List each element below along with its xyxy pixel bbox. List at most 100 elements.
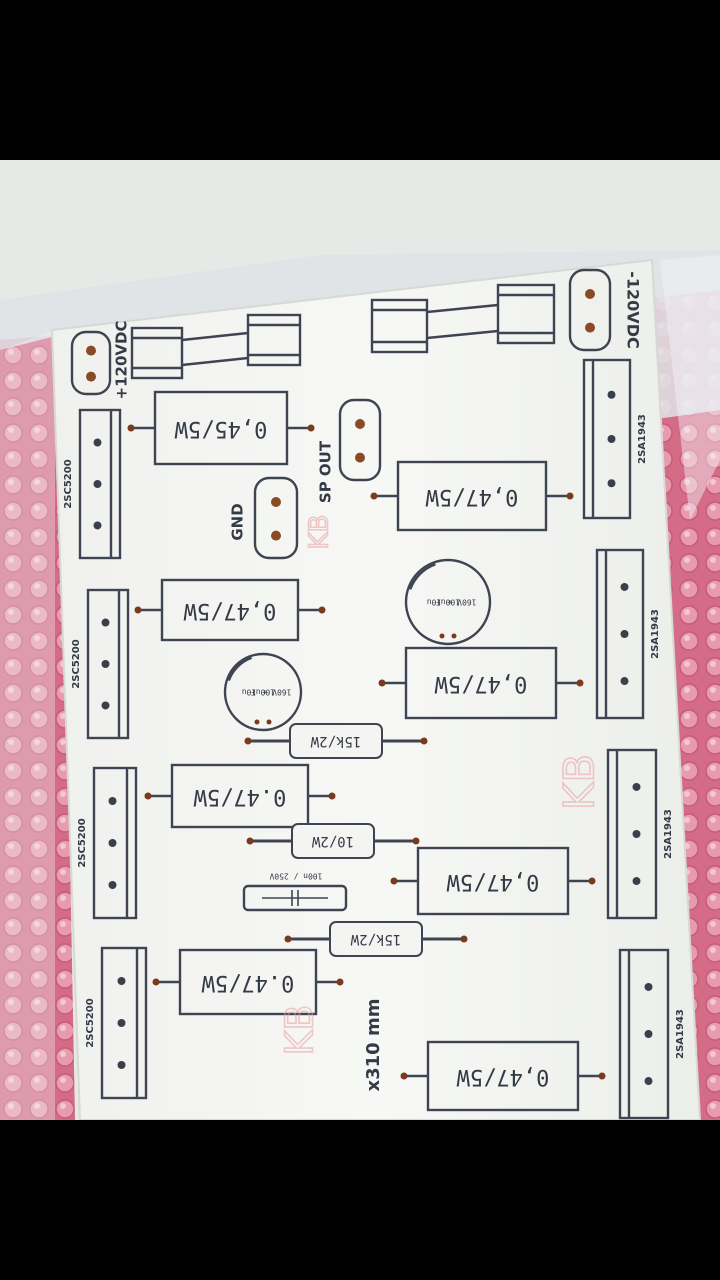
- transistor-label: 2SA1943: [650, 609, 661, 659]
- kb-logo-mark: KB: [278, 1005, 322, 1056]
- resistor-045-top: 0,45/5W: [127, 390, 315, 466]
- kb-logo-mark: KB: [305, 515, 335, 550]
- pad: [566, 492, 574, 500]
- film-capacitor: 100n / 250V: [242, 872, 348, 912]
- pad: [598, 1072, 606, 1080]
- transistor-left-2: 2SC5200: [71, 588, 130, 740]
- resistor-label: 0,47/5W: [456, 1064, 549, 1089]
- gnd-label: GND: [229, 503, 247, 540]
- resistor-label: 15k/2W: [310, 733, 361, 749]
- film-capacitor-label: 100n / 250V: [269, 872, 322, 881]
- transistor-label: 2SC5200: [63, 459, 74, 508]
- resistor-label: 0,45/5W: [174, 416, 267, 441]
- silkscreen-layer: +120VDC -120VDC SP OUT GND 2SC5200 2SC5200 2SC…: [63, 268, 686, 1120]
- resistor-047-right-2: 0,47/5W: [378, 646, 584, 720]
- clip-right-b: [496, 283, 556, 345]
- pad: [607, 435, 616, 443]
- pad: [93, 521, 102, 530]
- pad: [588, 877, 596, 885]
- resistor-label: 0,47/5W: [183, 598, 276, 623]
- resistor-label: 0,47/5W: [425, 484, 518, 509]
- pad: [336, 978, 344, 986]
- pad: [93, 438, 102, 447]
- kb-logo-mark: KB: [555, 754, 604, 810]
- pad: [101, 701, 110, 710]
- power-pos-label: +120VDC: [113, 321, 131, 400]
- pad: [108, 797, 117, 805]
- pad: [607, 390, 616, 399]
- transistor-label: 2SA1943: [663, 809, 674, 859]
- resistor-label: 0,47/5W: [446, 869, 539, 894]
- pcb-board: [50, 258, 702, 1120]
- capacitor-label: 10u: [427, 598, 442, 607]
- pad: [607, 479, 616, 488]
- pad: [378, 679, 386, 687]
- transistor-left-3: 2SC5200: [77, 766, 138, 920]
- sp-out-connector: [338, 398, 382, 482]
- clip-right-a: [370, 298, 429, 354]
- resistor-047-right-3: 0,47/5W: [390, 846, 596, 916]
- power-connector-neg: [568, 268, 612, 352]
- transistor-label: 2SC5200: [85, 998, 96, 1047]
- pad: [644, 1030, 653, 1038]
- clip-left-b: [246, 313, 302, 367]
- transistor-right-1: 2SA1943: [582, 358, 648, 520]
- clip-left-a: [130, 326, 184, 380]
- pad: [620, 582, 629, 591]
- capacitor-label: 160V +: [447, 598, 476, 607]
- board-size-label: x310 mm: [363, 999, 384, 1092]
- pad: [644, 1077, 653, 1086]
- transistor-label: 2SA1943: [637, 414, 648, 464]
- transistor-left-4: 2SC5200: [85, 946, 148, 1100]
- resistor-047-left-3: 0.47/5W: [144, 763, 336, 829]
- pad: [108, 839, 117, 847]
- pad: [101, 660, 110, 668]
- power-neg-label: -120VDC: [624, 271, 643, 348]
- resistor-10-2w: 10/2W: [246, 823, 420, 859]
- transistor-right-4: 2SA1943: [618, 948, 686, 1120]
- pad: [370, 492, 378, 500]
- resistor-label: 10/2W: [311, 833, 354, 849]
- pad: [576, 679, 584, 687]
- pad: [144, 792, 152, 800]
- transistor-label: 2SA1943: [675, 1009, 686, 1059]
- pad: [117, 1019, 126, 1027]
- pad: [134, 606, 142, 614]
- resistor-label: 0.47/5W: [193, 784, 286, 809]
- pad: [620, 677, 629, 686]
- pad: [318, 606, 326, 614]
- pad: [127, 424, 135, 432]
- resistor-047-left-4: 0.47/5W: [152, 948, 344, 1016]
- resistor-047-right-1: 0,47/5W: [370, 460, 574, 532]
- sp-out-label: SP OUT: [317, 440, 335, 503]
- pad: [390, 877, 398, 885]
- gnd-connector: [253, 476, 299, 560]
- pad: [328, 792, 336, 800]
- resistor-15k-2: 15k/2W: [284, 921, 468, 957]
- resistor-label: 0,47/5W: [434, 671, 527, 696]
- transistor-label: 2SC5200: [71, 639, 82, 688]
- pad: [620, 630, 629, 638]
- resistor-047-right-4: 0,47/5W: [400, 1040, 606, 1112]
- pad: [117, 1061, 126, 1069]
- resistor-15k-1: 15k/2W: [244, 723, 428, 759]
- transistor-label: 2SC5200: [77, 818, 88, 867]
- transistor-right-2: 2SA1943: [595, 548, 661, 720]
- pad: [93, 480, 102, 488]
- pad: [108, 881, 117, 889]
- pad: [632, 830, 641, 838]
- bubble-wrap-left: [0, 335, 75, 1120]
- pad: [152, 978, 160, 986]
- capacitor-label: 100uF: [436, 598, 460, 607]
- pad: [101, 618, 110, 627]
- pad: [644, 982, 653, 991]
- pad: [400, 1072, 408, 1080]
- pad: [632, 782, 641, 791]
- pcb-photo: +120VDC -120VDC SP OUT GND 2SC5200 2SC5200 2SC…: [0, 160, 720, 1120]
- transistor-left-1: 2SC5200: [63, 408, 122, 560]
- capacitor-label: 160V +: [262, 688, 291, 697]
- pad: [307, 424, 315, 432]
- pad: [632, 877, 641, 886]
